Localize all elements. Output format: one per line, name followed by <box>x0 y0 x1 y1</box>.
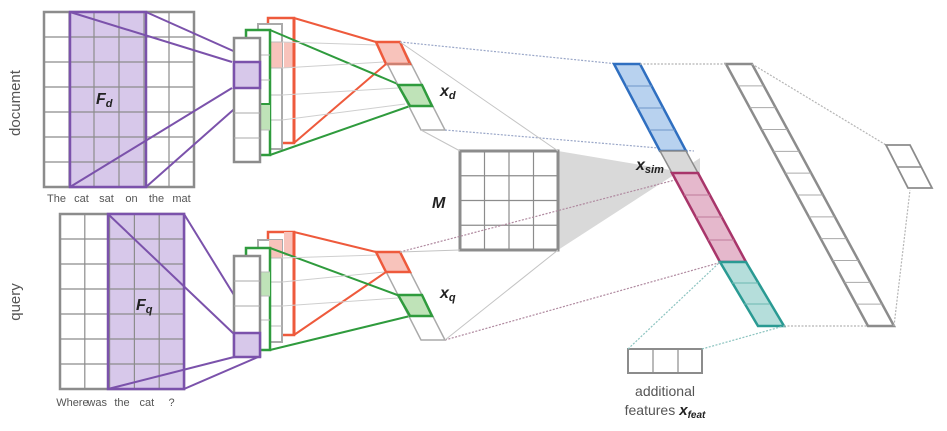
word-label: was <box>86 397 107 409</box>
query-label: query <box>7 283 24 321</box>
xq-label: xq <box>439 285 456 304</box>
xq-vector <box>373 250 447 341</box>
word-label: the <box>149 193 164 205</box>
document-label: document <box>7 69 24 136</box>
similarity-matrix: M <box>432 149 700 252</box>
query-feature-maps <box>232 230 296 359</box>
xd-label: xd <box>439 83 456 102</box>
query-embedding-matrix <box>58 212 186 391</box>
Fd-label: Fd <box>96 91 113 110</box>
word-label: ? <box>169 397 175 409</box>
word-label: The <box>47 193 66 205</box>
xsim-label: xsim <box>635 157 664 176</box>
word-label: mat <box>172 193 190 205</box>
word-label: cat <box>74 193 89 205</box>
output-vector <box>884 144 934 189</box>
query-conv-output-cell <box>232 331 262 359</box>
word-label: on <box>125 193 137 205</box>
query-filter-window <box>106 212 186 391</box>
word-label: the <box>114 397 129 409</box>
word-label: cat <box>139 397 154 409</box>
word-label: sat <box>99 193 114 205</box>
join-xfeat-segment <box>717 260 787 328</box>
document-embedding-matrix <box>42 10 196 189</box>
xd-vector <box>374 40 447 131</box>
Fq-label: Fq <box>136 297 153 316</box>
additional-label: additional <box>635 383 695 399</box>
join-vector <box>611 62 787 328</box>
similarity-fan <box>558 151 700 250</box>
document-feature-maps <box>232 16 296 164</box>
word-label: Where <box>56 397 88 409</box>
M-label: M <box>432 195 446 212</box>
document-filter-window <box>68 10 148 189</box>
document-conv-output-cell <box>232 60 262 90</box>
